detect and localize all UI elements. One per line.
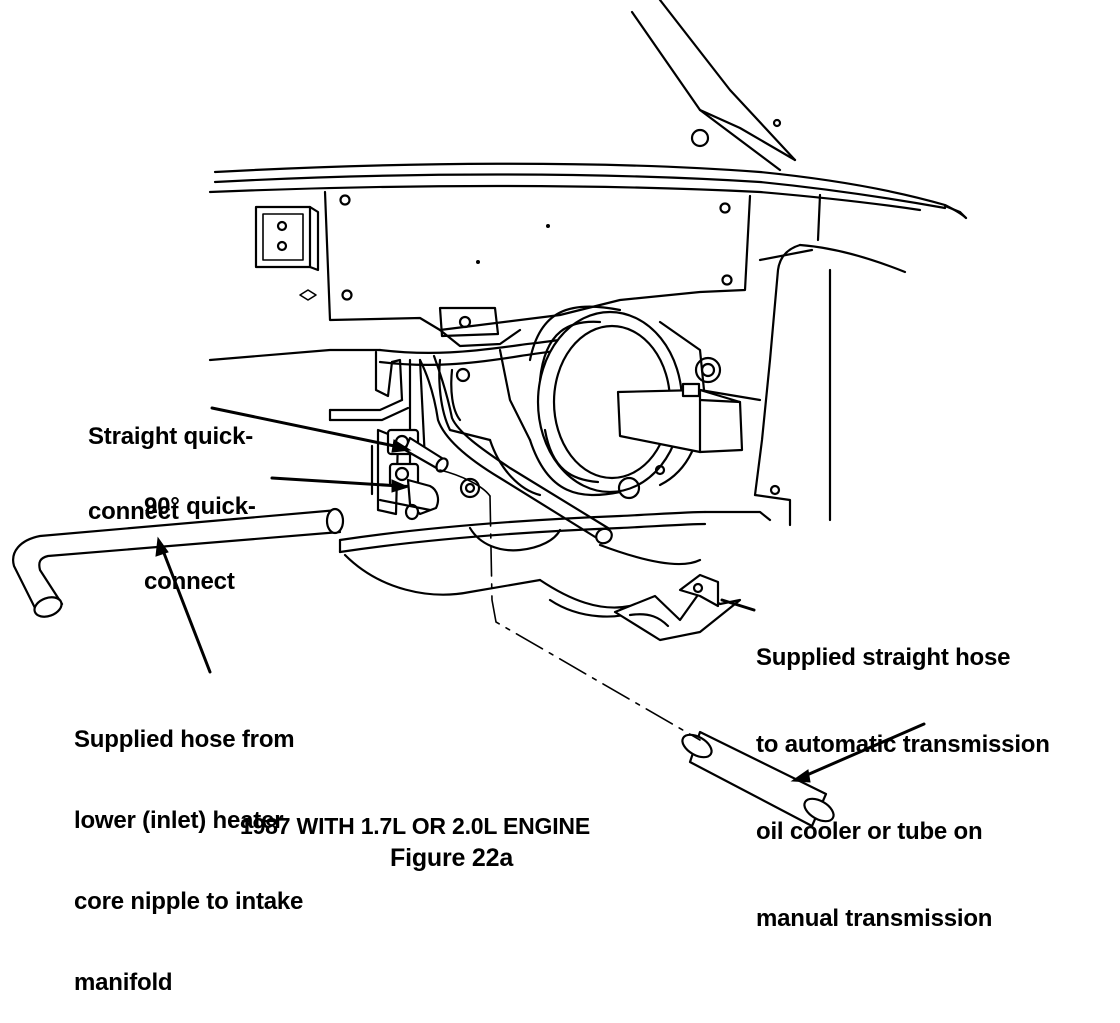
electrical-connector <box>616 382 744 454</box>
firewall-plate <box>299 190 752 348</box>
callout-line: connect <box>88 498 179 525</box>
callout-line: lower (inlet) heater <box>74 807 284 834</box>
callout-line: Straight quick- <box>88 423 254 450</box>
leader-straight-quick-connect <box>210 406 406 450</box>
leader-heater-hose <box>160 546 212 674</box>
figure-subtitle: 1987 WITH 1.7L OR 2.0L ENGINE <box>240 813 590 839</box>
strut-tower <box>698 193 907 527</box>
a-pillar <box>630 0 797 172</box>
supplied-straight-hose <box>681 730 835 828</box>
cooler-bracket <box>613 573 742 642</box>
callout-line: connect <box>144 568 235 595</box>
leader-straight-hose-top <box>720 598 756 612</box>
connection-centerline <box>439 469 701 741</box>
leader-lines <box>155 406 926 783</box>
engine-bay-drawing <box>12 0 968 828</box>
mounting-bracket <box>254 205 320 272</box>
callout-straight-quick-connect: Straight quick- connect <box>88 374 253 549</box>
figure-title: Figure 22a <box>390 844 514 872</box>
callout-line: to automatic transmission <box>756 731 1050 758</box>
hose-clip <box>328 350 410 422</box>
cylinder-component <box>528 305 722 500</box>
lower-frame <box>338 510 772 618</box>
callout-line: Supplied straight hose <box>756 644 1011 671</box>
callout-supplied-hose-from: Supplied hose from lower (inlet) heater … <box>74 672 303 1023</box>
diagram-stage: Straight quick- connect 90° quick- conne… <box>12 0 1050 996</box>
upper-mount-tab <box>438 306 500 338</box>
leader-90-quick-connect <box>270 476 402 488</box>
callout-line: core nipple to intake <box>74 888 304 915</box>
callout-line: Supplied hose from <box>74 726 295 753</box>
diagonal-tube <box>418 354 613 545</box>
callout-line: 90° quick- <box>144 493 256 520</box>
callout-line: manual transmission <box>756 905 993 932</box>
callout-supplied-straight-hose: Supplied straight hose to automatic tran… <box>756 585 1050 962</box>
callout-line: manifold <box>74 969 173 996</box>
callout-line: oil cooler or tube on <box>756 818 983 845</box>
callout-90-quick-connect: 90° quick- connect <box>144 444 256 619</box>
quick-connect-assembly <box>370 428 481 521</box>
leader-straight-hose <box>798 722 926 780</box>
cowl-panel <box>208 162 968 220</box>
supplied-heater-hose <box>12 507 345 618</box>
